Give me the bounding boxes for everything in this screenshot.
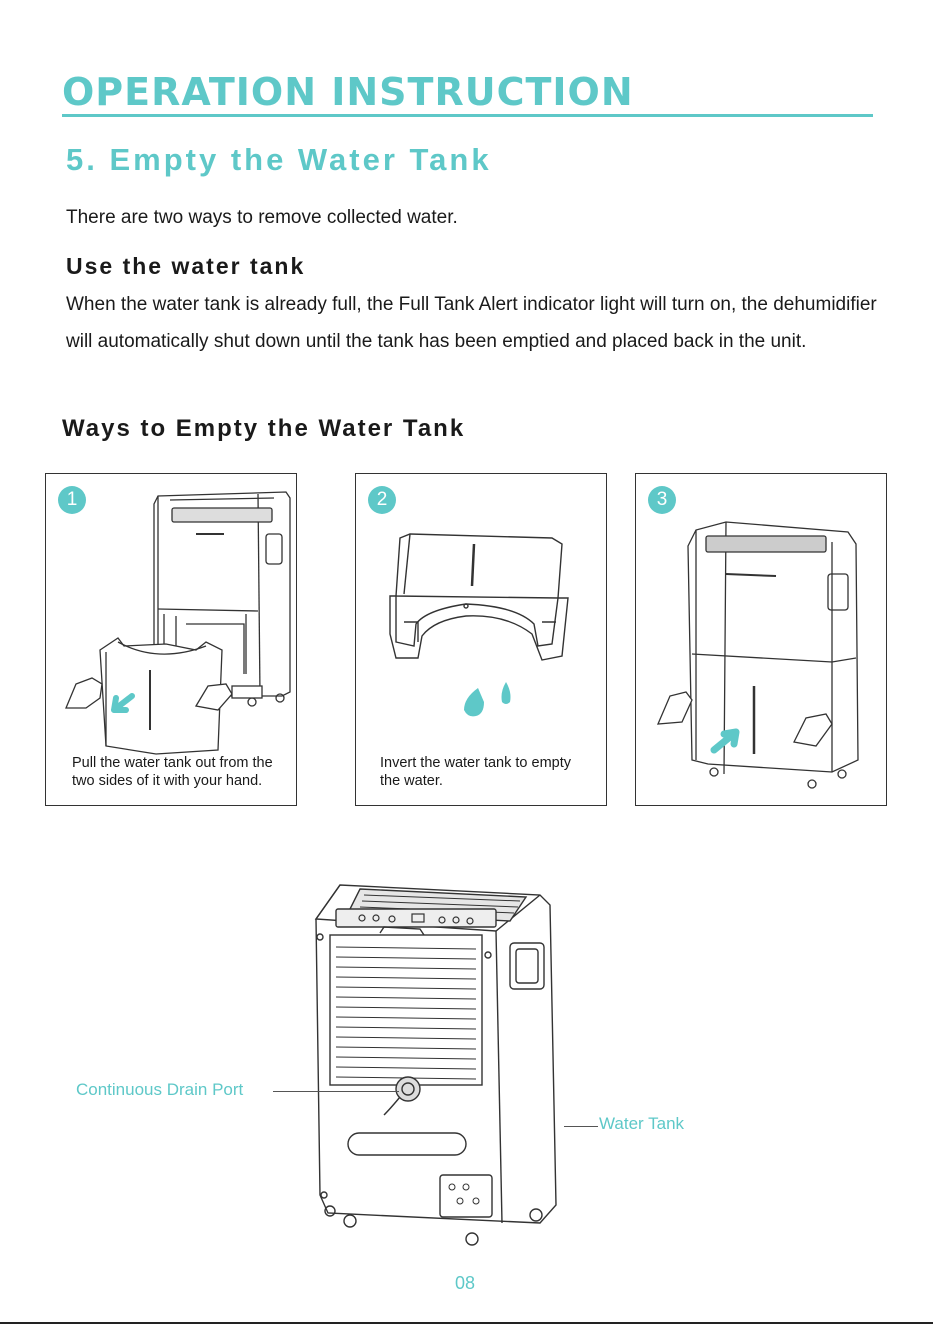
intro-text: There are two ways to remove collected w…	[66, 207, 458, 228]
page-number: 08	[455, 1273, 476, 1293]
step-2-badge: 2	[368, 486, 396, 514]
step-1-caption: Pull the water tank out from the two sid…	[72, 755, 273, 789]
step-3-illustration	[656, 521, 859, 789]
ways-heading: Ways to Empty the Water Tank	[62, 415, 466, 442]
step-1-badge: 1	[58, 486, 86, 514]
step-1-illustration	[65, 491, 291, 755]
step-2-illustration	[389, 533, 569, 717]
step-2-caption: Invert the water tank to empty the water…	[380, 755, 572, 789]
page-header-title: OPERATION INSTRUCTION	[62, 70, 634, 114]
use-water-tank-heading: Use the water tank	[66, 253, 306, 279]
bottom-border	[0, 1322, 933, 1324]
step-3-panel: 3	[635, 473, 887, 806]
continuous-drain-port-label: Continuous Drain Port	[76, 1080, 244, 1099]
use-water-tank-paragraph: When the water tank is already full, the…	[66, 294, 877, 352]
section-title: 5. Empty the Water Tank	[66, 142, 492, 177]
step-1-panel: 1 Pull the water tank out from	[45, 473, 297, 806]
dehumidifier-rear-diagram	[314, 884, 557, 1246]
step-2-panel: 2 Invert the water tank to empty the wat…	[355, 473, 607, 806]
step-3-badge: 3	[648, 486, 676, 514]
water-tank-leader-line	[564, 1126, 598, 1127]
header-divider	[62, 114, 873, 117]
water-tank-label: Water Tank	[599, 1114, 685, 1133]
drain-port-leader-line	[273, 1091, 399, 1092]
